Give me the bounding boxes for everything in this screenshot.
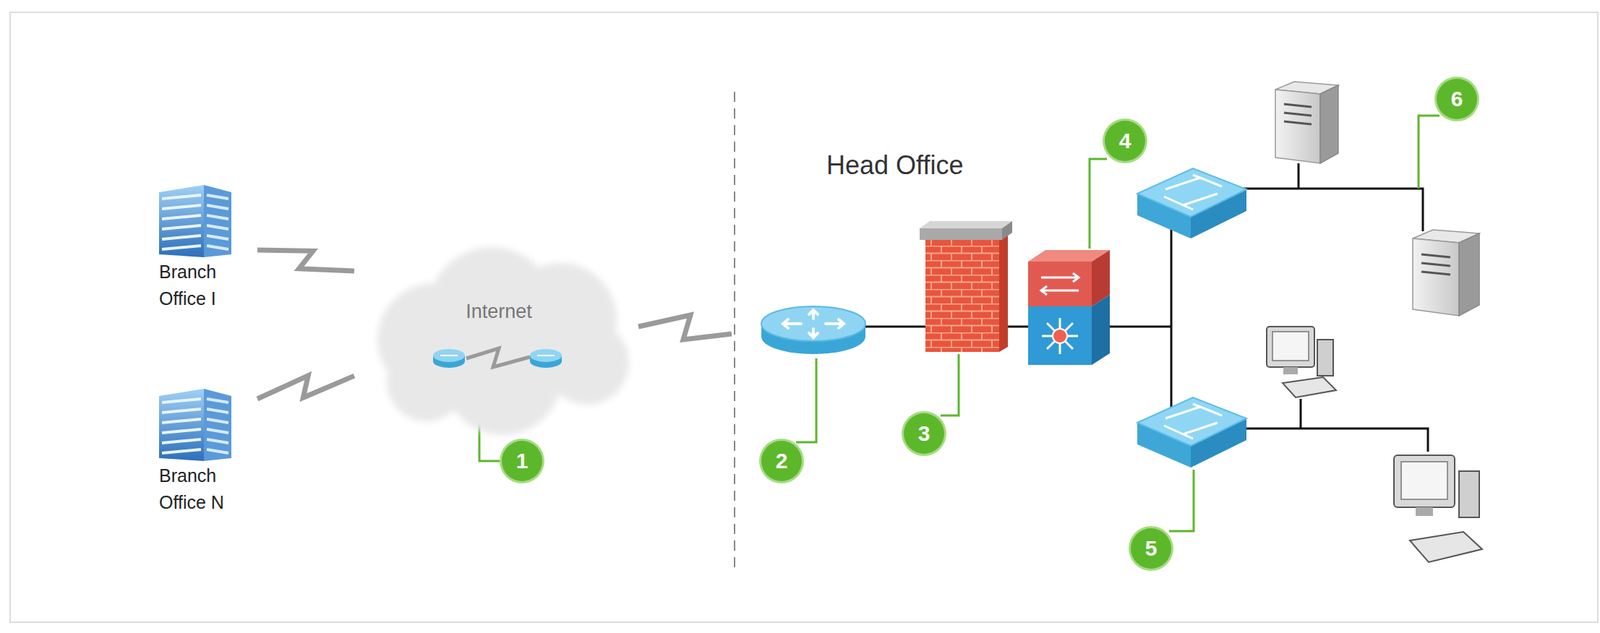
office-label: Branch Office N xyxy=(159,462,254,517)
internet-cloud: Internet xyxy=(354,231,644,442)
switch-icon xyxy=(1137,168,1247,239)
workstation-icon xyxy=(1266,326,1337,398)
leader-lines xyxy=(479,115,1440,532)
cloud-label: Internet xyxy=(354,300,644,324)
divider xyxy=(733,91,736,572)
callout-number: 3 xyxy=(903,413,945,455)
switch-icon xyxy=(1137,397,1247,468)
frame xyxy=(10,12,1598,623)
server-icon xyxy=(1412,229,1480,316)
callout-number: 6 xyxy=(1436,78,1478,120)
building-icon xyxy=(153,386,241,466)
wireless-link xyxy=(257,250,355,272)
region-title: Head Office xyxy=(826,150,964,181)
workstation-icon xyxy=(1393,455,1483,563)
callout-number: 5 xyxy=(1130,528,1172,570)
callout-number: 2 xyxy=(761,441,802,482)
office-label: Branch Office I xyxy=(159,258,254,313)
router-icon xyxy=(761,306,866,355)
server-icon xyxy=(1275,81,1339,164)
callout-number: 4 xyxy=(1104,120,1146,162)
lan-wires xyxy=(863,163,1428,452)
firewall-icon xyxy=(919,221,1013,353)
callout-number: 1 xyxy=(501,441,543,482)
branch-office: Branch Office N xyxy=(148,384,258,517)
core-switch-icon xyxy=(1028,250,1110,366)
branch-office: Branch Office I xyxy=(148,180,258,313)
building-icon xyxy=(153,182,241,262)
wireless-link xyxy=(257,375,355,400)
cloud-shape xyxy=(354,231,644,442)
wan-link xyxy=(638,315,732,340)
